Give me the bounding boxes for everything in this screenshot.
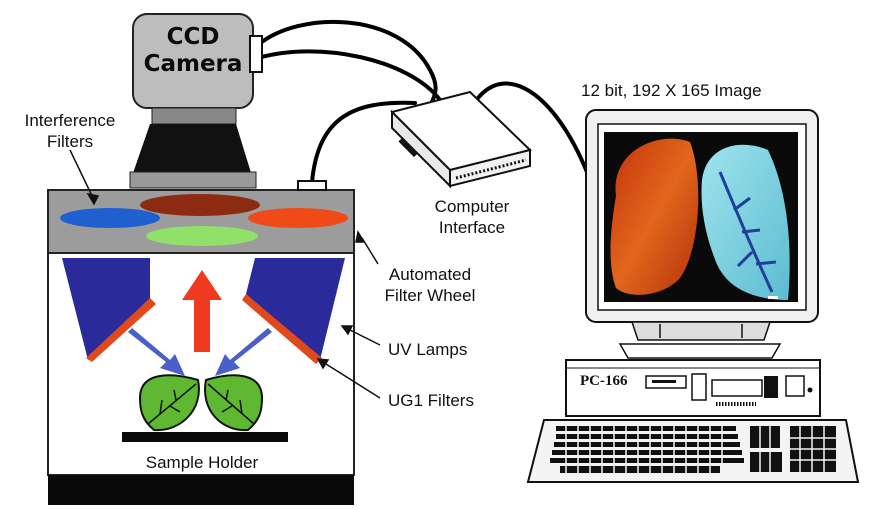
automated-filter-wheel-label-line1: Automated — [388, 265, 472, 284]
uv-lamp-icon — [62, 258, 345, 364]
computer-interface-label: Computer Interface — [416, 196, 528, 238]
sample-holder-plate — [122, 432, 288, 442]
filter-orange — [248, 208, 348, 228]
automated-filter-wheel-label: Automated Filter Wheel — [370, 264, 490, 306]
filter-green — [146, 226, 258, 246]
lens-icon — [129, 107, 257, 189]
cables — [256, 19, 592, 184]
ccd-camera-icon — [132, 13, 263, 109]
camera-label-line1: CCD — [166, 24, 220, 50]
image-caption: 12 bit, 192 X 165 Image — [581, 81, 762, 100]
uv-lamps-label: UV Lamps — [388, 340, 468, 359]
camera-label: CCD Camera — [133, 24, 253, 78]
interference-filters-label: Interference Filters — [6, 110, 134, 152]
excitation-arrows — [128, 270, 272, 376]
interference-filters-label-line2: Filters — [46, 132, 94, 151]
ug1-filters-label: UG1 Filters — [388, 391, 474, 410]
computer-interface-label-line1: Computer — [434, 197, 510, 216]
filter-wheel-icon — [60, 194, 348, 246]
leaf-icon — [122, 374, 288, 442]
camera-label-line2: Camera — [143, 51, 243, 77]
pc-tower-icon — [565, 359, 821, 417]
interference-filters-label-line1: Interference — [24, 111, 116, 130]
filter-blue — [60, 208, 160, 228]
pc-model-label: PC-166 — [580, 373, 628, 389]
automated-filter-wheel-label-line2: Filter Wheel — [384, 286, 476, 305]
sample-holder-label: Sample Holder — [145, 453, 259, 472]
monitor-icon — [585, 109, 819, 359]
pointer-lines — [69, 149, 381, 399]
computer-interface-label-line2: Interface — [438, 218, 506, 237]
filter-brown — [140, 194, 260, 216]
computer-interface-icon — [390, 90, 532, 189]
keyboard-icon — [526, 419, 860, 483]
